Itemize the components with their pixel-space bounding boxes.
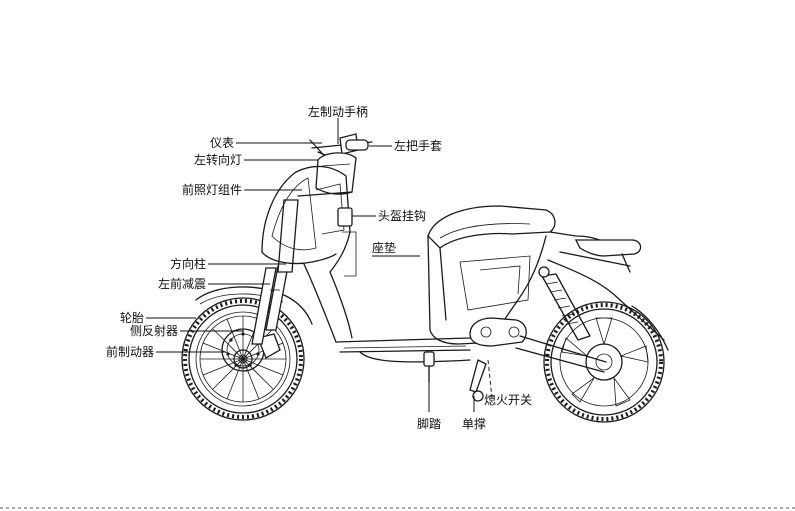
label-tire: 轮胎 — [120, 311, 144, 325]
label-ignition-switch: 熄火开关 — [484, 393, 532, 407]
label-steering-column: 方向柱 — [170, 256, 206, 271]
label-helmet-hook: 头盔挂钩 — [378, 208, 426, 223]
label-left-front-shock: 左前减震 — [158, 276, 206, 291]
front-brake-disc — [222, 329, 280, 371]
label-front-brake: 前制动器 — [106, 344, 154, 359]
label-single-stand: 单撑 — [462, 416, 486, 431]
label-left-brake-lever: 左制动手柄 — [308, 104, 368, 119]
scooter-drawing — [182, 134, 668, 422]
label-left-turn-signal: 左转向灯 — [194, 152, 242, 167]
label-left-grip: 左把手套 — [394, 138, 442, 153]
label-side-reflector: 侧反射器 — [130, 323, 178, 338]
label-meter: 仪表 — [210, 136, 234, 150]
label-headlight-assembly: 前照灯组件 — [182, 182, 242, 197]
front-wheel — [182, 298, 304, 420]
label-seat: 座垫 — [372, 240, 396, 255]
label-footrest: 脚踏 — [417, 416, 441, 431]
steering-handlebar — [278, 134, 372, 272]
stand-footrest — [424, 352, 486, 401]
rear-shock — [539, 267, 590, 340]
